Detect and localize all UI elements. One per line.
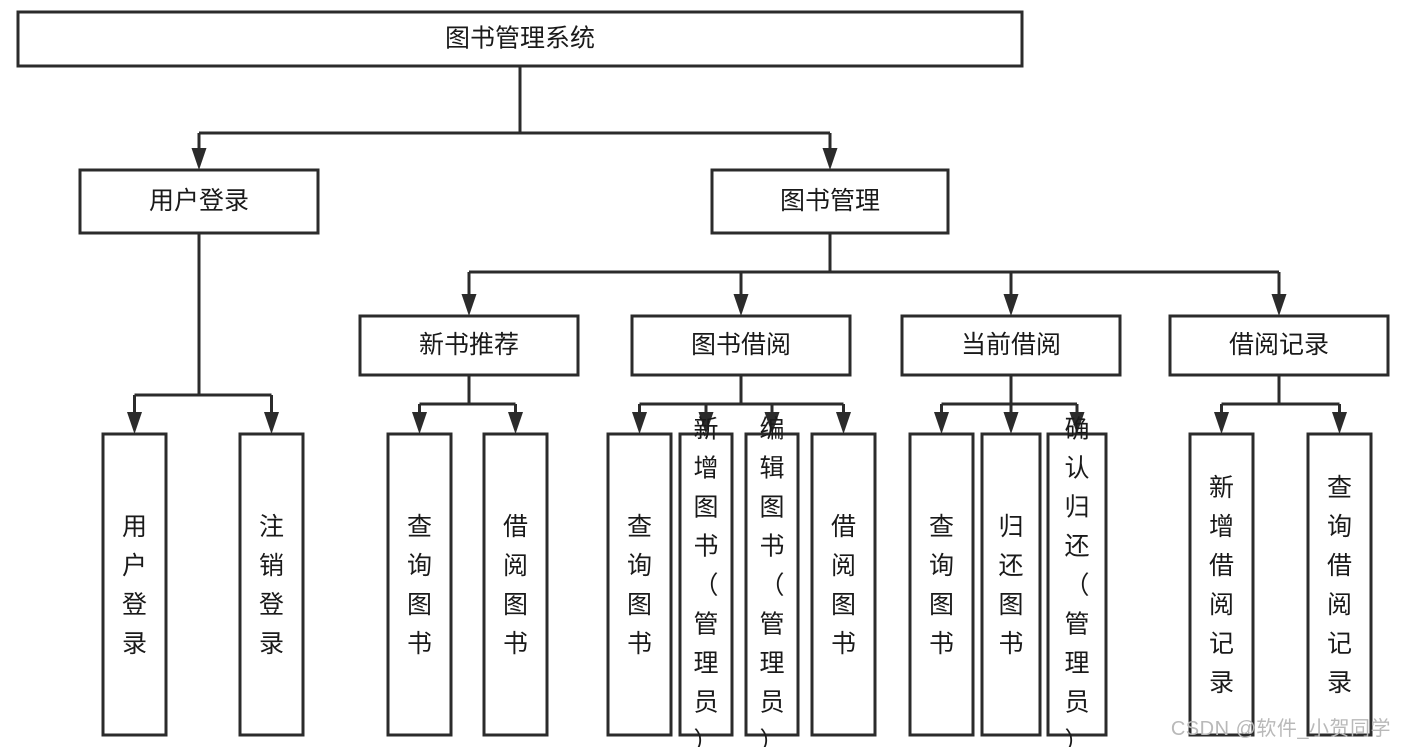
arrow-head-icon — [1332, 412, 1347, 434]
node-box — [101, 432, 168, 737]
node-label: 借阅记录 — [1229, 331, 1329, 359]
node-leaf-query-book-1[interactable]: 查询图书 — [386, 432, 453, 737]
node-label: 图书借阅 — [691, 331, 791, 359]
arrow-head-icon — [632, 412, 647, 434]
node-box — [744, 432, 800, 737]
arrow-head-icon — [733, 294, 749, 316]
node-leaf-borrow-book-1[interactable]: 借阅图书 — [482, 432, 549, 737]
node-leaf-confirm-return[interactable]: 确认归还（管理员） — [1046, 416, 1108, 747]
node-leaf-add-book[interactable]: 新增图书（管理员） — [678, 416, 734, 747]
node-label: 图书管理系统 — [445, 25, 595, 53]
node-label: 当前借阅 — [961, 331, 1061, 359]
node-box — [810, 432, 877, 737]
node-box — [1168, 314, 1390, 377]
node-box — [1188, 432, 1255, 737]
node-box — [238, 432, 305, 737]
node-label: 确认归还（管理员） — [1064, 416, 1089, 747]
arrow-head-icon — [698, 412, 714, 434]
arrow-head-icon — [836, 412, 851, 434]
node-leaf-add-record[interactable]: 新增借阅记录 — [1188, 432, 1255, 737]
node-leaf-user-logout[interactable]: 注销登录 — [238, 432, 305, 737]
node-label: 用户登录 — [149, 187, 249, 215]
node-box — [606, 432, 673, 737]
node-label: 查询图书 — [627, 513, 652, 658]
arrow-head-icon — [508, 412, 523, 434]
node-book-manage[interactable]: 图书管理 — [710, 168, 950, 235]
node-label: 编辑图书（管理员） — [759, 416, 784, 747]
node-label: 图书管理 — [780, 187, 880, 215]
node-current-borrow[interactable]: 当前借阅 — [900, 314, 1122, 377]
node-label: 新增借阅记录 — [1209, 474, 1234, 697]
node-book-borrow[interactable]: 图书借阅 — [630, 314, 852, 377]
node-leaf-borrow-book-2[interactable]: 借阅图书 — [810, 432, 877, 737]
node-label: 查询图书 — [407, 513, 432, 658]
node-box — [908, 432, 975, 737]
node-box — [980, 432, 1042, 737]
arrow-head-icon — [461, 294, 477, 316]
node-label: 注销登录 — [259, 513, 284, 658]
node-borrow-record[interactable]: 借阅记录 — [1168, 314, 1390, 377]
arrow-head-icon — [412, 412, 427, 434]
node-box — [678, 432, 734, 737]
node-leaf-edit-book[interactable]: 编辑图书（管理员） — [744, 416, 800, 747]
node-box — [630, 314, 852, 377]
arrow-head-icon — [264, 412, 279, 434]
connector-layer — [127, 66, 1347, 434]
node-box — [386, 432, 453, 737]
node-box — [710, 168, 950, 235]
node-leaf-return-book[interactable]: 归还图书 — [980, 432, 1042, 737]
arrow-head-icon — [1214, 412, 1229, 434]
node-box — [16, 10, 1024, 68]
watermark-text: CSDN @软件_小贺同学 — [1170, 718, 1391, 740]
arrow-head-icon — [1003, 294, 1019, 316]
node-label: 新书推荐 — [419, 331, 519, 359]
arrow-head-icon — [127, 412, 142, 434]
arrow-head-icon — [764, 412, 780, 434]
node-box — [900, 314, 1122, 377]
arrow-head-icon — [822, 148, 838, 170]
node-label: 借阅图书 — [503, 513, 528, 658]
node-root[interactable]: 图书管理系统 — [16, 10, 1024, 68]
arrow-head-icon — [1069, 412, 1085, 434]
arrow-head-icon — [1271, 294, 1287, 316]
node-box — [358, 314, 580, 377]
arrow-head-icon — [934, 412, 949, 434]
node-label: 用户登录 — [122, 513, 147, 658]
node-box — [78, 168, 320, 235]
node-box — [482, 432, 549, 737]
node-leaf-query-book-2[interactable]: 查询图书 — [606, 432, 673, 737]
node-leaf-query-book-3[interactable]: 查询图书 — [908, 432, 975, 737]
node-new-book-rec[interactable]: 新书推荐 — [358, 314, 580, 377]
node-box — [1306, 432, 1373, 737]
node-label: 查询图书 — [929, 513, 954, 658]
node-label: 借阅图书 — [831, 513, 856, 658]
node-label: 查询借阅记录 — [1327, 474, 1352, 697]
node-leaf-user-login[interactable]: 用户登录 — [101, 432, 168, 737]
node-leaf-query-record[interactable]: 查询借阅记录 — [1306, 432, 1373, 737]
node-box — [1046, 432, 1108, 737]
node-label: 新增图书（管理员） — [693, 416, 718, 747]
node-user-login[interactable]: 用户登录 — [78, 168, 320, 235]
node-label: 归还图书 — [998, 513, 1023, 658]
arrow-head-icon — [1003, 412, 1019, 434]
arrow-head-icon — [191, 148, 207, 170]
